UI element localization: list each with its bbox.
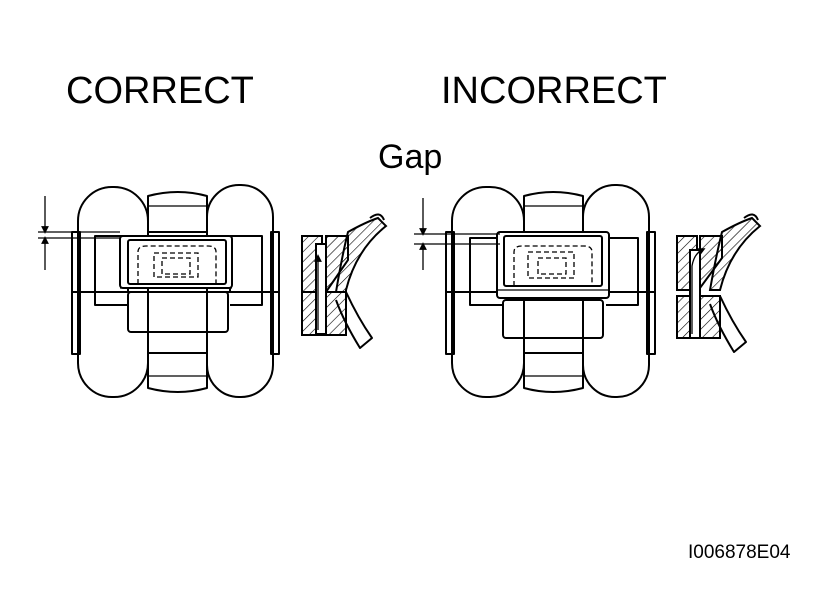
correct-gap-dimension (38, 196, 120, 270)
gap-label: Gap (378, 138, 443, 176)
correct-front-view (71, 184, 280, 398)
incorrect-front-view (445, 184, 656, 398)
incorrect-label: INCORRECT (441, 70, 667, 112)
figure-id-label: I006878E04 (688, 542, 791, 563)
correct-side-section (301, 213, 388, 349)
incorrect-gap-dimension (414, 198, 500, 270)
incorrect-side-section (676, 213, 762, 353)
correct-label: CORRECT (66, 70, 254, 112)
